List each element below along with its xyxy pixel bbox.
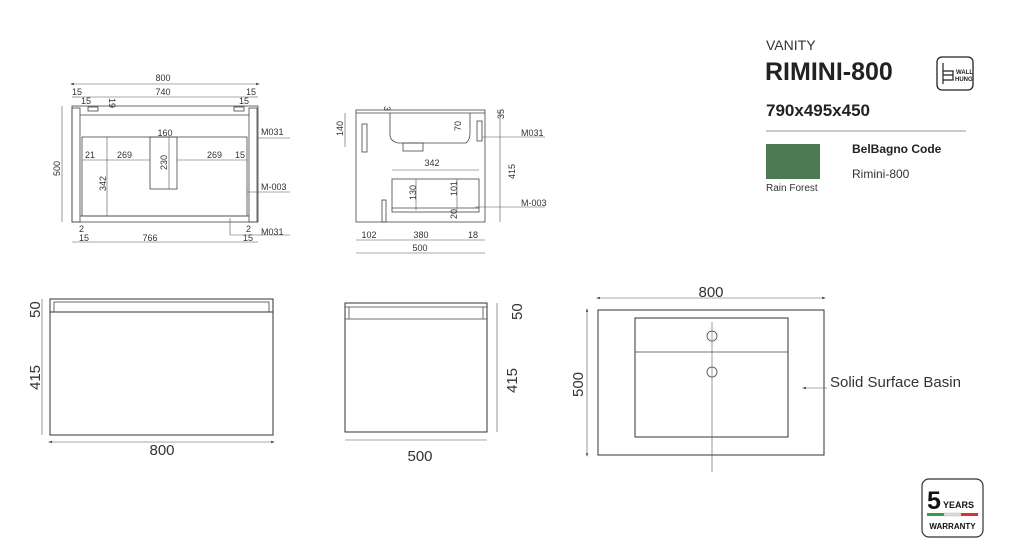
dim-bottom-width: 766 <box>142 233 157 243</box>
svg-text:YEARS: YEARS <box>943 500 974 510</box>
side-section-drawing: 140 3 70 35 M031 342 415 130 101 20 M-00… <box>335 106 547 254</box>
dim-top-thickness: 35 <box>496 109 506 119</box>
dim-top-height: 140 <box>335 121 345 136</box>
dim-handle-gap: 19 <box>107 98 117 108</box>
basin-callout: Solid Surface Basin <box>830 374 961 391</box>
color-swatch <box>766 144 820 179</box>
code-label: BelBagno Code <box>852 142 942 156</box>
part-code-top: M031 <box>521 128 544 138</box>
top-view-drawing: 800 500 Solid Surface Basin <box>570 284 961 472</box>
dim-body-height: 415 <box>504 368 521 393</box>
dim-back-offset: 18 <box>468 230 478 240</box>
part-code-bottom: M031 <box>261 227 284 237</box>
front-view-drawing: 50 415 800 <box>27 298 275 459</box>
category-label: VANITY <box>766 37 816 53</box>
dim-bottom-gap-right: 2 <box>246 224 251 234</box>
svg-text:5: 5 <box>927 487 941 515</box>
dim-bottom-side-left: 15 <box>79 233 89 243</box>
dim-depth: 500 <box>407 448 432 465</box>
dim-front-offset: 102 <box>361 230 376 240</box>
dim-inner-101: 101 <box>449 181 459 196</box>
warranty-badge: 5 YEARS WARRANTY <box>921 478 984 538</box>
part-code-top: M031 <box>261 127 284 137</box>
dim-side-left: 15 <box>72 87 82 97</box>
dim-inner-width: 740 <box>155 87 170 97</box>
dim-width: 800 <box>698 284 723 301</box>
svg-text:WALL: WALL <box>956 70 973 76</box>
flag-green <box>927 513 944 516</box>
dim-top-lip: 3 <box>382 106 392 111</box>
dim-drawer-height: 342 <box>98 176 108 191</box>
dim-overall-width: 800 <box>155 73 170 83</box>
part-code-mid: M-003 <box>521 198 547 208</box>
dim-body-height: 415 <box>27 365 44 390</box>
dim-bottom-side-right: 15 <box>243 233 253 243</box>
dim-top-height: 50 <box>509 303 526 320</box>
front-section-drawing: 800 15 740 15 15 19 15 500 160 21 269 23… <box>52 73 290 243</box>
dim-basin-depth: 70 <box>453 121 463 131</box>
dim-depth: 500 <box>570 372 587 397</box>
dim-inner-20: 20 <box>449 209 459 219</box>
dim-body-height: 415 <box>507 164 517 179</box>
dim-handle-left: 15 <box>81 96 91 106</box>
dim-drawer-depth: 342 <box>424 158 439 168</box>
dim-overall-depth: 500 <box>412 243 427 253</box>
dim-right-offset: 15 <box>235 150 245 160</box>
dim-cutout-width: 160 <box>157 128 172 138</box>
swatch-name: Rain Forest <box>766 183 818 194</box>
svg-text:HUNG: HUNG <box>955 77 973 83</box>
dim-side-right: 15 <box>246 87 256 97</box>
flag-white <box>943 512 962 517</box>
flag-red <box>961 513 978 516</box>
dim-right-span: 269 <box>207 150 222 160</box>
dim-middle-span: 380 <box>413 230 428 240</box>
dim-left-offset: 21 <box>85 150 95 160</box>
dim-inner-height: 130 <box>408 185 418 200</box>
side-view-drawing: 50 415 500 <box>344 302 526 465</box>
dim-width: 800 <box>149 442 174 459</box>
product-dimensions: 790x495x450 <box>766 101 871 120</box>
dim-height: 500 <box>52 161 62 176</box>
dim-cutout-height: 230 <box>159 155 169 170</box>
wall-hung-icon: WALL HUNG <box>936 56 974 91</box>
svg-text:WARRANTY: WARRANTY <box>929 522 976 531</box>
model-title: RIMINI-800 <box>765 58 893 86</box>
dim-left-span: 269 <box>117 150 132 160</box>
dim-handle-right: 15 <box>239 96 249 106</box>
dim-top-height: 50 <box>27 301 44 318</box>
dim-bottom-gap-left: 2 <box>79 224 84 234</box>
part-code-mid: M-003 <box>261 182 287 192</box>
code-value: Rimini-800 <box>852 167 910 181</box>
